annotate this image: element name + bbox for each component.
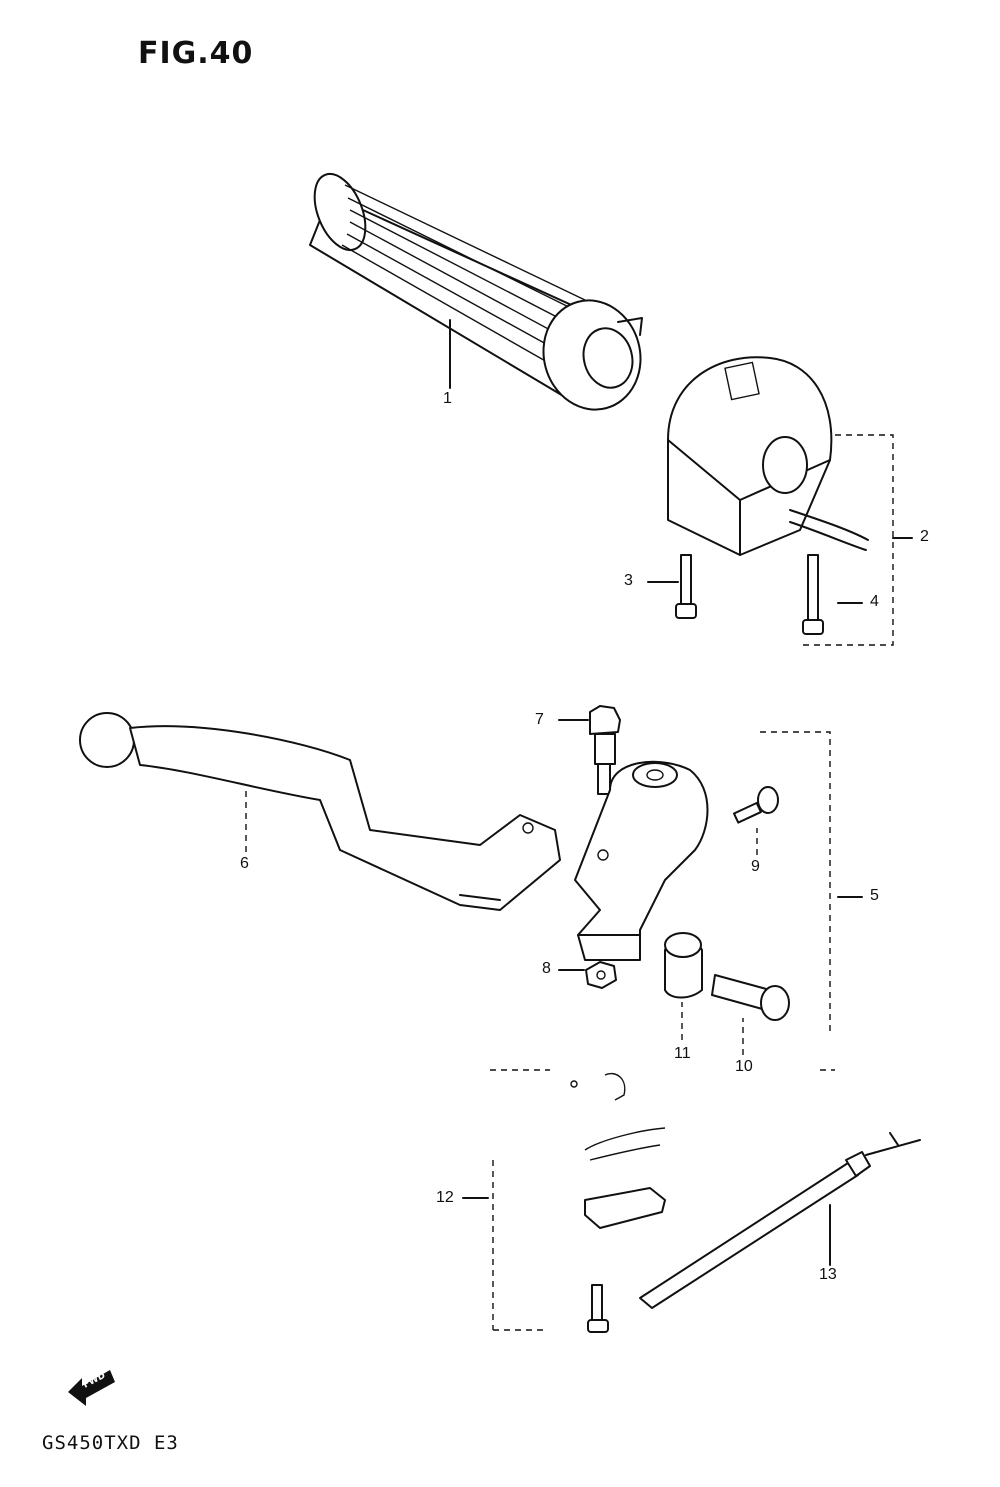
switch-kit	[570, 1072, 666, 1333]
nut-8	[585, 961, 617, 989]
pivot-bolt-7	[589, 705, 621, 795]
callout-13: 13	[819, 1266, 837, 1283]
callout-7: 7	[535, 711, 544, 728]
bolt-10	[711, 974, 790, 1021]
callout-12: 12	[436, 1189, 454, 1206]
collar-11	[664, 932, 703, 999]
lever-holder	[574, 760, 709, 961]
forward-arrow-icon: FWD	[68, 1370, 115, 1406]
figure-title: FIG.40	[138, 36, 254, 71]
screw-9	[733, 786, 779, 824]
handlebar-grip	[309, 173, 643, 411]
callout-3: 3	[624, 572, 633, 589]
callout-11: 11	[674, 1045, 691, 1062]
cable-tie	[639, 1132, 921, 1309]
callout-2: 2	[920, 528, 929, 545]
callout-10: 10	[735, 1058, 753, 1075]
screw-4	[802, 554, 824, 635]
clutch-lever	[79, 712, 561, 911]
callout-6: 6	[240, 855, 249, 872]
callout-9: 9	[751, 858, 760, 875]
callout-5: 5	[870, 887, 879, 904]
group-brackets	[490, 434, 913, 1331]
switch-housing	[667, 356, 869, 556]
screw-3	[675, 554, 697, 619]
leader-lines	[245, 319, 863, 1266]
model-code: GS450TXD E3	[42, 1432, 179, 1454]
callout-4: 4	[870, 593, 879, 610]
callout-8: 8	[542, 960, 551, 977]
callout-1: 1	[443, 390, 452, 407]
